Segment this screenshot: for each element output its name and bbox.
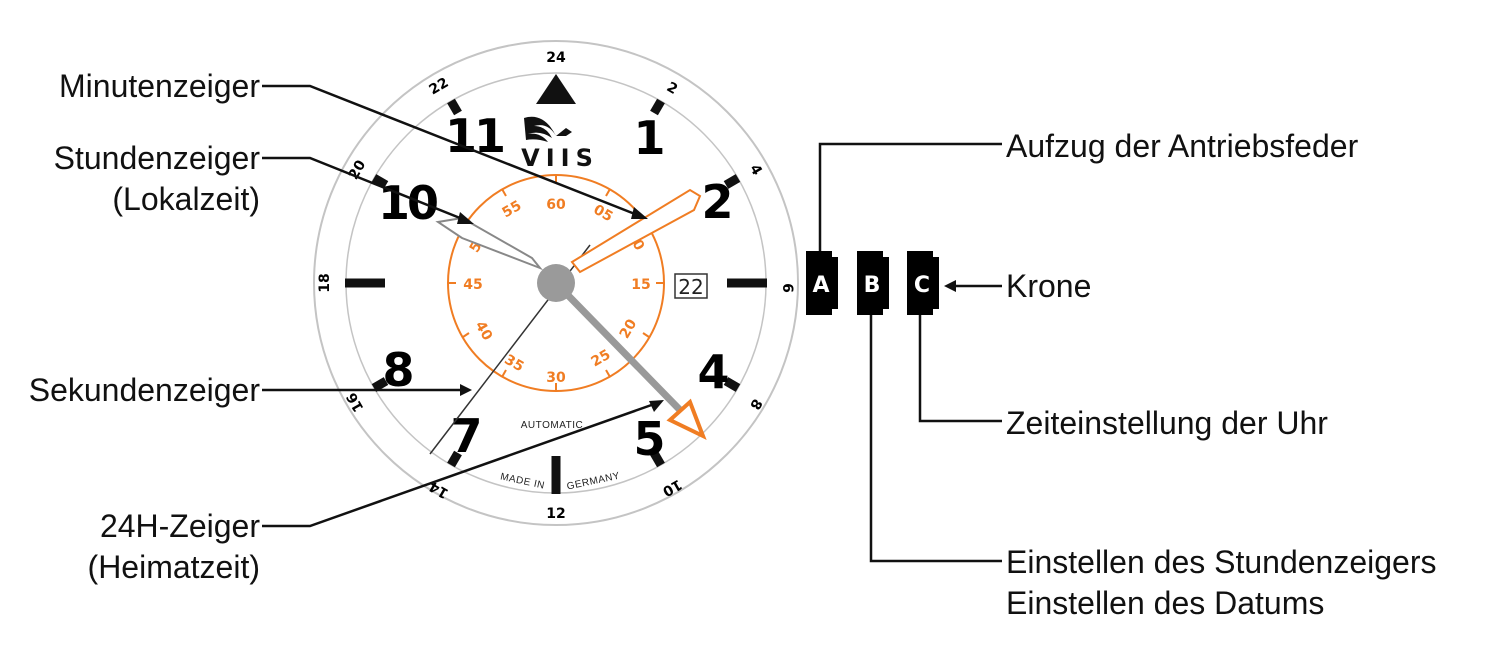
hour-numeral: 4 — [697, 345, 727, 399]
arrowhead-icon — [649, 400, 664, 412]
triangle-marker-icon — [536, 74, 576, 104]
bezel-number: 24 — [546, 50, 566, 66]
hour-hand-sublabel: (Lokalzeit) — [112, 181, 260, 217]
automatic-label: AUTOMATIC — [521, 420, 583, 431]
hour-marker — [447, 450, 462, 468]
time-setting-leader — [918, 315, 1002, 423]
time-setting-label: Zeiteinstellung der Uhr — [1006, 405, 1328, 441]
gmt-hand — [553, 280, 683, 413]
crown-position-a-label: A — [812, 273, 829, 298]
crown-position-a — [806, 251, 838, 315]
hour-numeral: 7 — [450, 409, 479, 463]
minute-number: 60 — [546, 197, 566, 213]
bezel-number: 6 — [779, 283, 795, 293]
second-hand-label: Sekundenzeiger — [29, 372, 261, 408]
gmt-hand-label: 24H-Zeiger — [100, 508, 260, 544]
center-pinion — [537, 264, 575, 302]
date-window — [674, 273, 708, 299]
crown-position-b — [857, 251, 889, 315]
hour-marker — [650, 450, 665, 468]
arrowhead-icon — [457, 212, 474, 224]
bird-head-icon — [556, 128, 572, 136]
hour-numeral: 1 — [633, 111, 662, 165]
winding-label: Aufzug der Antriebsfeder — [1006, 128, 1359, 164]
hour-marker — [650, 98, 665, 116]
hour-numeral: 5 — [633, 412, 662, 466]
crown-position-c-label: C — [914, 273, 930, 298]
minute-number: 15 — [631, 277, 650, 293]
brand-logo: VIIS — [521, 116, 599, 172]
date-value: 22 — [678, 275, 703, 299]
hour-numeral: 11 — [445, 109, 503, 163]
crown-label: Krone — [1006, 268, 1091, 304]
set-date-label: Einstellen des Datums — [1006, 585, 1324, 621]
hour-hand — [435, 216, 544, 271]
hour-numeral: 8 — [382, 343, 412, 397]
hour-numeral: 10 — [378, 176, 437, 230]
minute-hand-leader — [262, 84, 646, 220]
hour-marker — [723, 174, 741, 189]
arrowhead-icon — [944, 280, 956, 292]
hour-marker — [371, 377, 389, 392]
set-hour-leader — [869, 315, 1002, 563]
minute-hand — [570, 188, 702, 274]
crown-positions: A B C — [806, 251, 939, 315]
minute-number: 30 — [546, 370, 566, 386]
gmt-hand-sublabel: (Heimatzeit) — [88, 549, 260, 585]
gmt-hand-leader — [262, 400, 661, 528]
hour-hand-label: Stundenzeiger — [54, 140, 261, 176]
minute-hand-label: Minutenzeiger — [59, 68, 260, 104]
hour-marker — [723, 377, 741, 392]
hour-marker — [371, 174, 389, 189]
set-hour-hand-label: Einstellen des Stundenzeigers — [1006, 544, 1437, 580]
gmt-hand-arrow-icon — [666, 398, 707, 441]
arrowhead-icon — [631, 207, 648, 219]
bezel-number: 18 — [317, 273, 333, 292]
hour-numerals: 1 2 4 5 7 8 10 11 — [378, 109, 734, 466]
hour-markers — [345, 98, 767, 494]
crown-position-b-label: B — [864, 273, 881, 298]
minute-number: 45 — [463, 277, 482, 293]
arrowhead-icon — [460, 384, 472, 396]
brand-name: VIIS — [521, 144, 599, 172]
hour-numeral: 2 — [701, 175, 730, 229]
hour-hand-leader — [262, 156, 471, 224]
bezel-number: 12 — [546, 506, 565, 522]
bird-logo-icon — [524, 116, 556, 142]
hour-marker — [447, 98, 462, 116]
winding-leader — [818, 142, 1002, 251]
crown-position-c — [907, 251, 939, 315]
